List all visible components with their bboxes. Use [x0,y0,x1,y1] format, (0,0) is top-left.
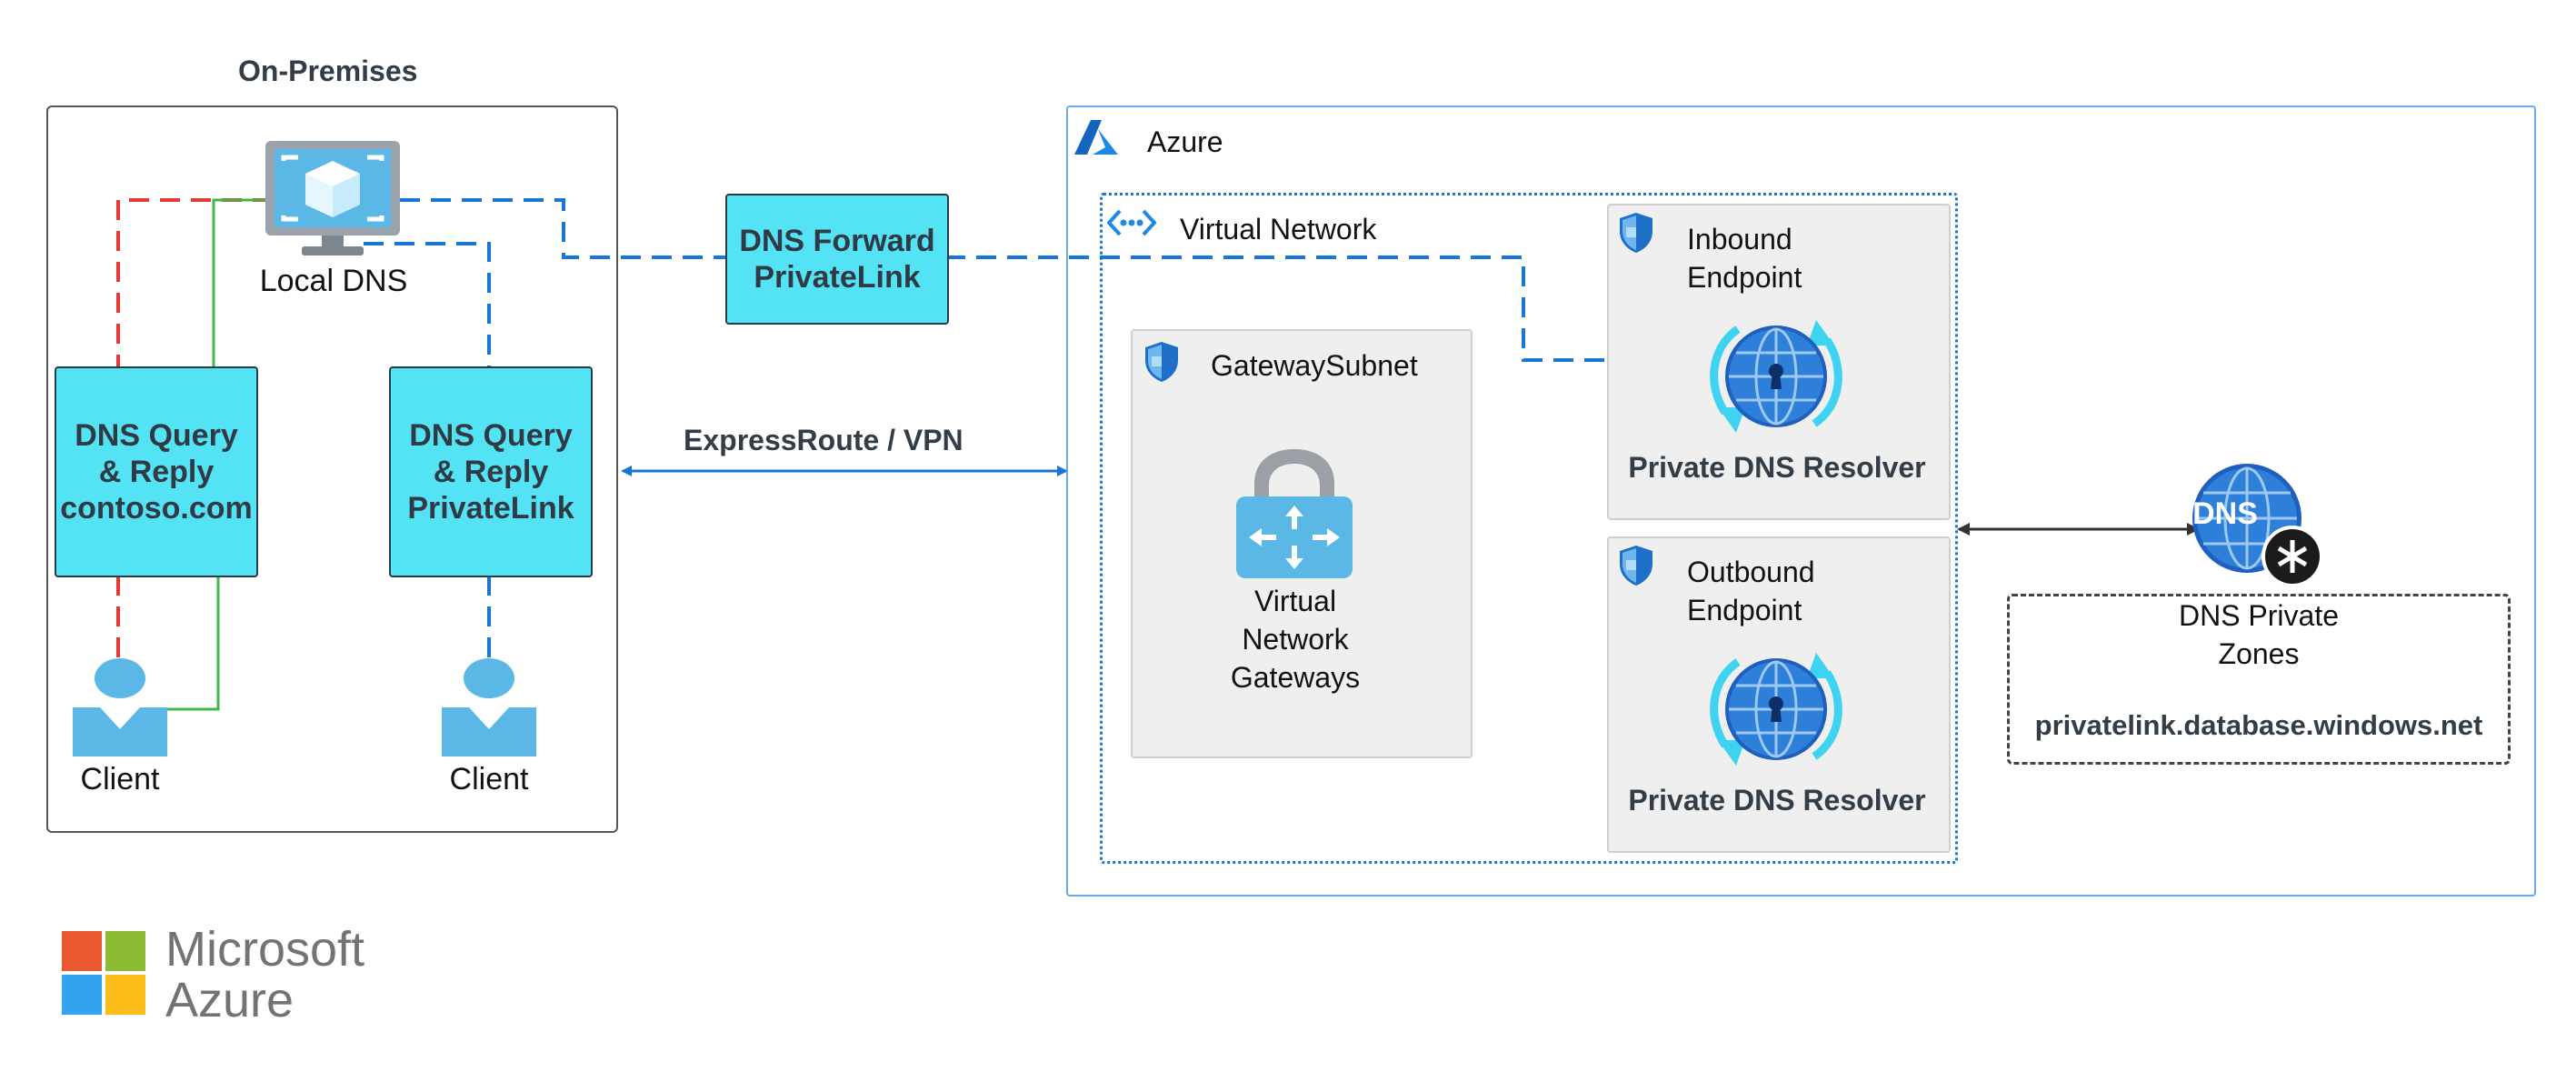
dns-query-privatelink-box: DNS Query & Reply PrivateLink [389,366,593,577]
client-left-label: Client [80,762,160,796]
dns-query-privatelink-line2: & Reply [433,455,549,489]
client-right-label: Client [449,762,529,796]
green-path-lower [166,576,220,711]
dns-zones-title: DNS Private Zones [2091,596,2427,673]
dns-private-zones-container [2007,594,2511,765]
local-dns-label: Local DNS [259,264,408,298]
forward-path [400,198,727,259]
outbound-title: Outbound Endpoint [1687,553,1815,629]
dns-query-contoso-line2: & Reply [98,455,215,489]
dns-forward-line1: DNS Forward [739,224,935,258]
dns-zones-title-line1: DNS Private [2178,599,2340,632]
user-icon [73,658,167,756]
forward-path-azure [945,255,1607,362]
dns-zones-title-line2: Zones [2218,637,2300,670]
user-icon [442,658,536,756]
on-premises-container [46,105,618,833]
on-premises-title: On-Premises [238,55,418,87]
shield-icon [1145,342,1178,382]
gateway-label-line1: Virtual [1253,585,1337,617]
blue-dns-path [364,242,491,366]
dns-query-contoso-line1: DNS Query [75,418,238,453]
dns-zone-globe-icon [2192,464,2323,587]
vnet-title: Virtual Network [1180,213,1377,245]
dns-forward-line2: PrivateLink [754,260,921,295]
dns-query-privatelink-line1: DNS Query [409,418,573,453]
gateway-label-line3: Gateways [1230,661,1361,694]
logo-line2: Azure [165,973,295,1027]
inbound-resolver-label: Private DNS Resolver [1628,451,1926,484]
azure-container [1066,105,2536,897]
inbound-title-line1: Inbound [1687,223,1792,255]
gateway-label-line2: Network [1242,623,1349,656]
dns-resolver-globe-icon [1710,320,1842,433]
dns-query-privatelink-line3: PrivateLink [407,491,574,526]
dns-query-contoso-box: DNS Query & Reply contoso.com [55,366,258,577]
gateway-lock-icon [1236,449,1353,578]
inbound-title-line2: Endpoint [1687,261,1802,294]
green-path [212,198,273,366]
dns-zone-name: privatelink.database.windows.net [2034,709,2483,741]
shield-icon [1620,546,1652,586]
logo-line1: Microsoft [165,922,365,977]
virtual-network-container [1100,193,1958,864]
shield-icon [1620,213,1652,253]
outbound-resolver-label: Private DNS Resolver [1628,784,1926,817]
outbound-title-line1: Outbound [1687,556,1815,588]
azure-title: Azure [1147,125,1223,158]
inbound-title: Inbound Endpoint [1687,220,1802,296]
outbound-title-line2: Endpoint [1687,594,1802,626]
dns-query-contoso-line3: contoso.com [60,491,253,526]
vm-monitor-icon [265,141,400,255]
gateway-label: Virtual Network Gateways [1182,582,1409,696]
microsoft-azure-wordmark: Microsoft Azure [165,924,364,1026]
microsoft-logo-icon [62,931,145,1015]
red-dns-path [116,198,273,366]
dns-resolver-globe-icon [1710,653,1842,766]
expressroute-label: ExpressRoute / VPN [684,424,964,456]
gateway-subnet-title: GatewaySubnet [1211,349,1418,382]
vnet-icon [1107,209,1156,236]
dns-forward-box: DNS Forward PrivateLink [725,194,949,325]
azure-logo-icon [1074,120,1118,155]
dns-zone-icon-text: DNS [2192,496,2258,531]
